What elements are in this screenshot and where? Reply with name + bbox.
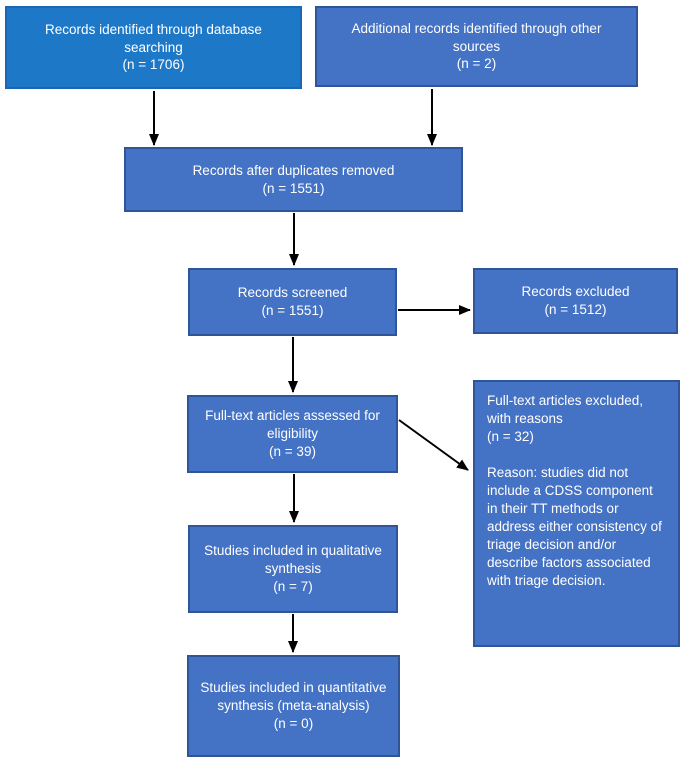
box-quantitative-synthesis-label: Studies included in quantitative synthes… [200,680,387,714]
box-records-after-duplicates-count: (n = 1551) [262,180,325,196]
box-records-excluded-count: (n = 1512) [544,302,607,317]
box-qualitative-synthesis-count: (n = 7) [273,578,313,594]
box-records-excluded-label: Records excluded [521,284,630,300]
box-records-screened-label: Records screened [237,285,348,301]
box-fulltext-assessed-label: Full-text articles assessed for eligibil… [205,408,380,442]
box-quantitative-synthesis: Studies included in quantitative synthes… [187,655,400,757]
box-records-identified: Records identified through database sear… [5,6,302,89]
box-qualitative-synthesis: Studies included in qualitative synthesi… [188,525,398,613]
box-records-screened: Records screened (n = 1551) [188,268,397,336]
arrow-fulltext-assessed-to-fulltext-excluded [398,419,469,471]
box-records-after-duplicates-label: Records after duplicates removed [192,162,395,178]
box-records-excluded: Records excluded (n = 1512) [473,268,678,334]
box-quantitative-synthesis-count: (n = 0) [273,715,314,731]
box-records-identified-label: Records identified through database sear… [45,21,262,55]
box-records-screened-count: (n = 1551) [261,303,324,318]
box-records-after-duplicates: Records after duplicates removed (n = 15… [124,147,463,212]
box-fulltext-excluded-reason: Reason: studies did not include a CDSS c… [487,464,662,588]
box-fulltext-excluded-label: Full-text articles excluded, with reason… [487,393,644,426]
box-fulltext-assessed-count: (n = 39) [269,443,316,459]
box-additional-records-label: Additional records identified through ot… [351,20,602,54]
box-fulltext-excluded: Full-text articles excluded, with reason… [473,380,680,647]
box-qualitative-synthesis-label: Studies included in qualitative synthesi… [204,543,382,577]
box-additional-records-count: (n = 2) [456,56,497,72]
box-fulltext-assessed: Full-text articles assessed for eligibil… [187,395,398,473]
box-additional-records: Additional records identified through ot… [315,6,638,87]
box-fulltext-excluded-count: (n = 32) [487,428,534,444]
box-records-identified-count: (n = 1706) [122,57,185,73]
